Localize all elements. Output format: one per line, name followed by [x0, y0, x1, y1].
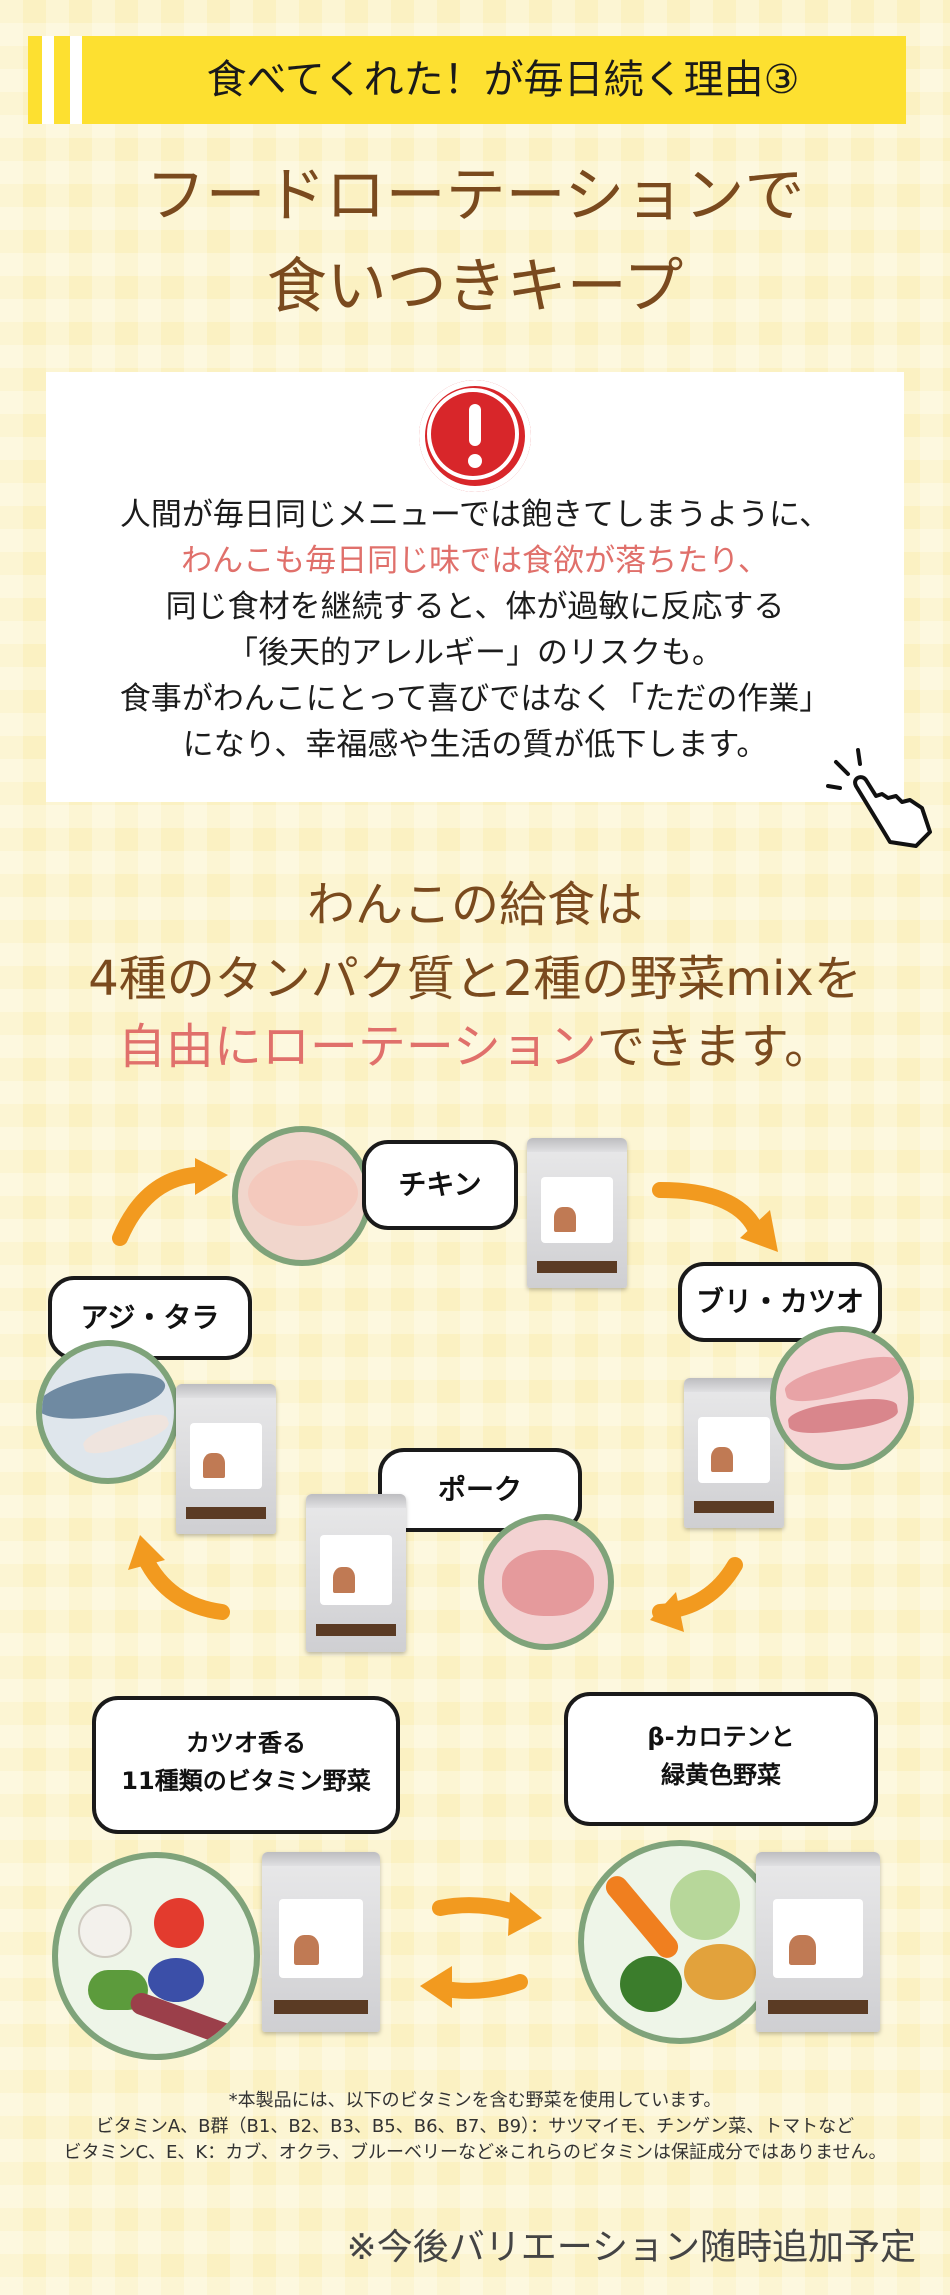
banner-stripe: [70, 36, 82, 124]
exclamation-icon: [419, 380, 531, 492]
aji-tara-photo: [36, 1340, 180, 1484]
arrow-icon: [137, 1550, 230, 1620]
lead-text-line3: 自由にローテーションできます。: [0, 1010, 950, 1084]
footer-note: ※今後バリエーション随時追加予定: [346, 2227, 916, 2268]
lead-text-line2: 4種のタンパク質と2種の野菜mixを: [88, 951, 862, 1007]
beta-carotene-product-bag: [756, 1852, 880, 2032]
vitamin-veg-bubble: カツオ香る 11種類のビタミン野菜: [92, 1696, 400, 1834]
info-text: 食事がわんこにとって喜びではなく「ただの作業」: [119, 681, 831, 717]
beta-carotene-line2: 緑黄色野菜: [661, 1761, 781, 1789]
footnote: ビタミンA、B群（B1、B2、B3、B5、B6、B7、B9）：サツマイモ、チンゲ…: [95, 2116, 855, 2137]
lead-text-line1: わんこの給食は: [306, 877, 643, 933]
banner-text: 食べてくれた！が毎日続く理由③: [206, 57, 800, 103]
buri-katsuo-bubble: ブリ・カツオ: [678, 1262, 882, 1342]
arrow-icon: [112, 1167, 203, 1246]
vitamin-veg-line1: カツオ香る: [186, 1729, 306, 1757]
aji-tara-product-bag: [176, 1384, 276, 1534]
pork-photo: [478, 1514, 614, 1650]
chicken-product-bag: [527, 1138, 627, 1288]
banner-stripe: [42, 36, 54, 124]
info-text: 「後天的アレルギー」のリスクも。: [227, 635, 723, 671]
vitamin-veg-photo: [52, 1852, 260, 2060]
rotation-arrows: [112, 1158, 778, 2008]
info-box: 人間が毎日同じメニューでは飽きてしまうように、 わんこも毎日同じ味では食欲が落ち…: [46, 372, 904, 802]
page-title-line2: 食いつきキープ: [266, 252, 684, 322]
lead-rest: できます。: [596, 1019, 833, 1075]
arrow-icon: [432, 1897, 528, 1922]
pointing-hand-icon: [826, 748, 932, 848]
info-text: 同じ食材を継続すると、体が過敏に反応する: [165, 589, 785, 625]
beta-carotene-photo: [578, 1840, 782, 2044]
pork-product-bag: [306, 1494, 406, 1652]
info-text: 人間が毎日同じメニューでは飽きてしまうように、: [119, 497, 831, 533]
vitamin-veg-product-bag: [262, 1852, 380, 2032]
beta-carotene-bubble: β-カロテンと 緑黄色野菜: [564, 1692, 878, 1826]
chicken-photo: [232, 1126, 372, 1266]
vitamin-veg-line2: 11種類のビタミン野菜: [121, 1767, 371, 1795]
buri-katsuo-photo: [770, 1326, 914, 1470]
footnote: ビタミンC、E、K：カブ、オクラ、ブルーベリーなど※これらのビタミンは保証成分で…: [63, 2142, 887, 2163]
arrow-icon: [652, 1182, 763, 1236]
info-text: になり、幸福感や生活の質が低下します。: [182, 727, 768, 763]
info-text-highlight: わんこも毎日同じ味では食欲が落ちたり、: [181, 543, 769, 579]
page-title-line1: フードローテーションで: [145, 161, 805, 231]
chicken-bubble: チキン: [362, 1140, 518, 1230]
lead-accent: 自由にローテーション: [117, 1019, 597, 1075]
buri-katsuo-product-bag: [684, 1378, 784, 1528]
beta-carotene-line1: β-カロテンと: [647, 1723, 795, 1751]
header-banner: 食べてくれた！が毎日続く理由③: [28, 36, 906, 124]
footnote: *本製品には、以下のビタミンを含む野菜を使用しています。: [228, 2090, 722, 2111]
